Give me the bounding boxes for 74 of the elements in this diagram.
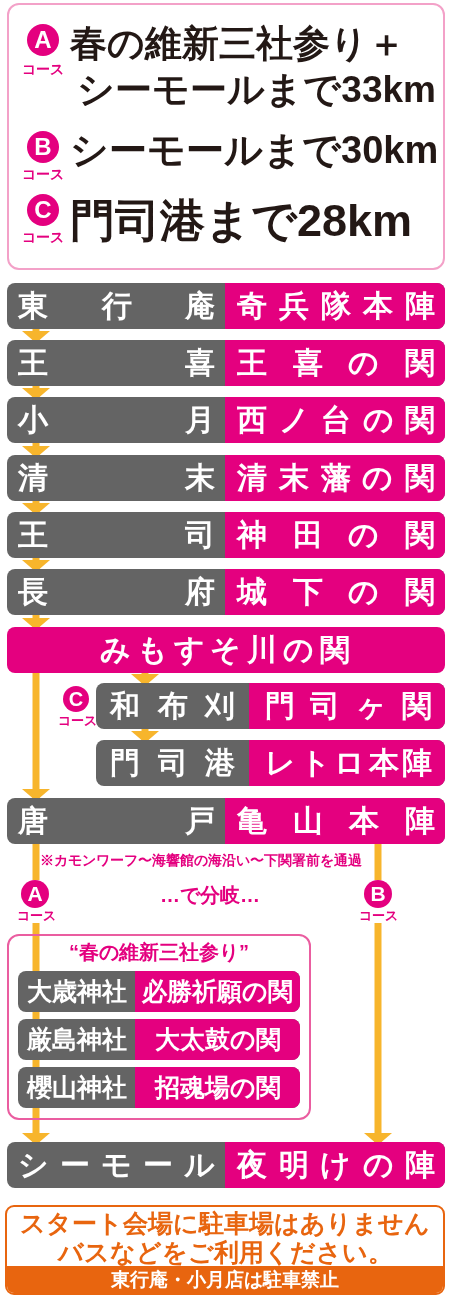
checkpoint-tag: 亀山本陣: [225, 798, 445, 844]
arrow: [22, 673, 50, 801]
arrow: [131, 673, 159, 686]
arrow: [22, 615, 50, 630]
shrine-group-panel: [7, 934, 311, 1120]
checkpoint-tag: 夜明けの陣: [225, 1142, 445, 1188]
checkpoint-tag: 王喜の関: [225, 340, 445, 386]
place-name: 清末: [18, 460, 215, 496]
route-bar: [7, 397, 445, 443]
place-name: 東行庵: [18, 288, 215, 324]
route-bar: [7, 798, 445, 844]
badge-caption: コース: [21, 166, 65, 183]
route-bar: [7, 340, 445, 386]
arrow: [22, 558, 50, 572]
badge-caption: コース: [56, 713, 98, 728]
route-bar: [96, 683, 445, 729]
notice-text: スタート会場に駐車場はありません: [19, 1209, 431, 1238]
notice-text: バスなどをご利用ください。: [56, 1238, 394, 1266]
arrow: [131, 729, 159, 743]
course-badge: A: [21, 880, 49, 908]
checkpoint-tag: 招魂場の関: [135, 1067, 300, 1108]
arrow: [22, 329, 50, 343]
course-description: 門司港まで28km: [70, 194, 414, 248]
checkpoint-tag: 城下の関: [225, 569, 445, 615]
place-name: シーモール: [18, 1147, 215, 1183]
checkpoint-tag: 西ノ台の関: [225, 397, 445, 443]
place-name: 小月: [18, 402, 215, 438]
checkpoint-tag: 神田の関: [225, 512, 445, 558]
course-description: 春の維新三社参り＋シーモールまで33km: [70, 22, 436, 112]
checkpoint-tag: レトロ本陣: [249, 740, 445, 786]
checkpoint-tag: 門司ヶ関: [249, 683, 445, 729]
route-bar: [7, 569, 445, 615]
route-bar: [7, 283, 445, 329]
route-bar: [18, 971, 300, 1012]
place-name: 王喜: [18, 345, 215, 381]
course-badge: A: [27, 24, 59, 56]
checkpoint-bar: みもすそ川の関: [7, 627, 445, 673]
route-bar: [7, 1142, 445, 1188]
course-badge: B: [27, 131, 59, 163]
course-description: シーモールまで30km: [70, 128, 440, 173]
course-badge: C: [63, 686, 89, 712]
badge-caption: コース: [21, 229, 65, 246]
arrow: [22, 443, 50, 458]
route-line: [32, 844, 40, 880]
place-name: 厳島神社: [25, 1024, 128, 1055]
checkpoint-tag: 大太鼓の関: [135, 1019, 300, 1060]
notice-band: 東行庵・小月店は駐車禁止: [7, 1266, 443, 1293]
route-bar: [7, 455, 445, 501]
badge-caption: コース: [21, 61, 65, 78]
place-name: 長府: [18, 574, 215, 610]
arrow: [22, 501, 50, 515]
route-line: [374, 844, 382, 880]
course-badge: C: [27, 194, 59, 226]
place-name: 王司: [18, 517, 215, 553]
arrow: [22, 386, 50, 400]
route-bar: [18, 1067, 300, 1108]
checkpoint-tag: 奇兵隊本陣: [225, 283, 445, 329]
place-name: 唐戸: [18, 803, 215, 839]
group-heading: “春の維新三社参り”: [68, 940, 250, 965]
route-bar: [7, 512, 445, 558]
place-name: 和布刈: [110, 688, 235, 724]
route-bar: [18, 1019, 300, 1060]
notice-panel: [5, 1205, 445, 1295]
arrow: [364, 923, 392, 1145]
checkpoint-tag: 必勝祈願の関: [135, 971, 300, 1012]
place-name: 門司港: [110, 745, 235, 781]
course-panel: [7, 3, 445, 270]
route-note: ※カモンワーフ〜海響館の海沿い〜下関署前を通過: [40, 851, 363, 870]
place-name: 大歳神社: [25, 976, 128, 1007]
route-bar: [96, 740, 445, 786]
branch-note: …で分岐…: [159, 883, 261, 908]
checkpoint-tag: 清末藩の関: [225, 455, 445, 501]
course-badge: B: [364, 880, 392, 908]
place-name: 櫻山神社: [25, 1072, 128, 1103]
